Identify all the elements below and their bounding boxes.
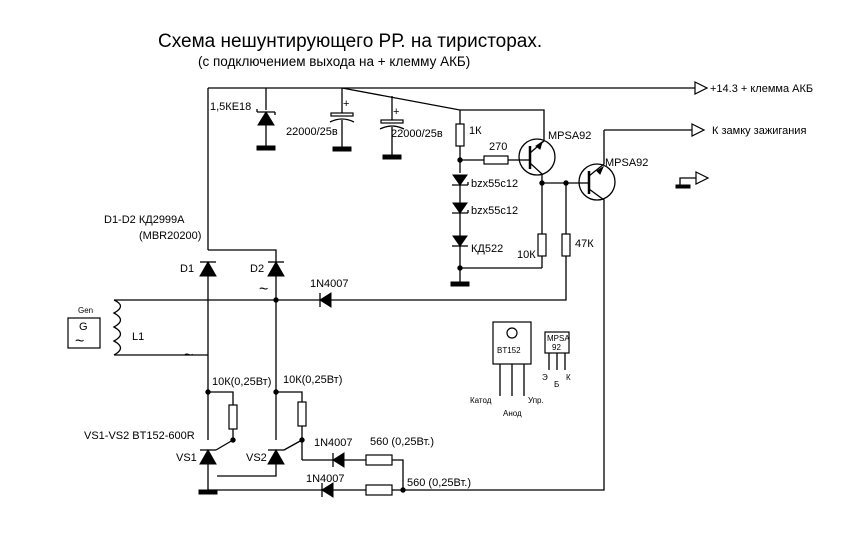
control-chain: 1К 270 bzx55c12 bzx55c12 КД522	[450, 123, 542, 287]
chassis-ground-symbol	[675, 171, 710, 189]
diode-1n4007-top-label: 1N4007	[310, 278, 349, 290]
diode-note-line2: (MBR20200)	[139, 230, 201, 242]
bt152-anode: Анод	[503, 409, 522, 418]
r-gate-1-label: 10К(0,25Вт)	[212, 376, 271, 388]
resistor-270-label: 270	[489, 141, 507, 153]
gen-ac: ~	[75, 333, 84, 350]
mpsa-collector: К	[566, 373, 571, 382]
tvs-label: 1,5КЕ18	[210, 101, 251, 113]
diagram-title: Схема нешунтирующего РР. на тиристорах.	[158, 31, 542, 52]
diode-1n4007-mid-label: 1N4007	[314, 437, 353, 449]
output-battery-label: +14.3 + клемма АКБ	[710, 83, 813, 95]
vs2-label: VS2	[246, 452, 267, 464]
gate-path-1: 1N4007 560 (0,25Вт.)	[302, 436, 434, 493]
r-gate-2-label: 10К(0,25Вт)	[283, 374, 342, 386]
zener-1-label: bzx55c12	[471, 178, 518, 190]
d1-label: D1	[180, 263, 194, 275]
diode-kd522-label: КД522	[471, 243, 503, 255]
scr-section: 10К(0,25Вт) 10К(0,25Вт) VS1-VS2 BT152-60…	[84, 374, 342, 495]
diode-1n4007-bot-label: 1N4007	[306, 473, 345, 485]
coil-l1: L1	[112, 299, 276, 356]
scr-note: VS1-VS2 BT152-600R	[84, 430, 195, 442]
output-ignition: К замку зажигания	[604, 123, 806, 137]
ac-symbol-1: ~	[259, 281, 268, 298]
resistor-1k-label: 1К	[469, 125, 482, 137]
mpsa-name-1: MPSA	[547, 334, 570, 343]
gen-letter: G	[79, 321, 88, 333]
diagram-subtitle: (с подключением выхода на + клемму АКБ)	[198, 54, 470, 69]
transistor-q2-mpsa92: MPSA92	[208, 130, 648, 491]
capacitor-1: + 22000/25в	[286, 88, 355, 152]
generator: Gen G ~	[67, 306, 101, 350]
mpsa-emitter: Э	[542, 373, 548, 382]
capacitor-1-label: 22000/25в	[286, 126, 338, 138]
vs1-label: VS1	[176, 452, 197, 464]
resistor-560-2-label: 560 (0,25Вт.)	[407, 477, 471, 489]
top-rail	[207, 87, 695, 250]
capacitor-2-plus: +	[393, 106, 399, 118]
output-battery: +14.3 + клемма АКБ	[694, 81, 813, 95]
gate-path-2: 1N4007 560 (0,25Вт.)	[306, 473, 471, 498]
resistor-47k: 47К	[331, 180, 594, 301]
mpsa-name-2: 92	[552, 343, 561, 352]
bt152-pinout: BT152 Катод Анод Упр.	[470, 321, 544, 418]
resistor-10k-label: 10К	[517, 249, 536, 261]
capacitor-1-plus: +	[343, 98, 349, 110]
capacitor-2-label: 22000/25в	[391, 128, 443, 140]
bt152-gate: Упр.	[528, 396, 544, 405]
d2-label: D2	[250, 263, 264, 275]
output-ignition-label: К замку зажигания	[712, 125, 806, 137]
tvs-diode-1-5ke18: 1,5КЕ18	[210, 88, 276, 151]
resistor-560-1-label: 560 (0,25Вт.)	[370, 436, 434, 448]
zener-2-label: bzx55c12	[471, 205, 518, 217]
resistor-10k: 10К	[517, 233, 547, 268]
mpsa-base: Б	[554, 380, 559, 389]
bridge-diodes: D1-D2 КД2999А (MBR20200) D1 D2 ~ ~	[104, 214, 285, 440]
capacitor-2: + 22000/25в	[379, 96, 443, 160]
mpsa92-pinout: MPSA 92 Э Б К	[542, 331, 571, 389]
transistor-q1-mpsa92: MPSA92	[460, 109, 591, 234]
coil-label: L1	[132, 331, 144, 343]
q2-label: MPSA92	[605, 157, 648, 169]
gen-label: Gen	[78, 306, 93, 315]
bt152-cathode: Катод	[470, 396, 492, 405]
q1-label: MPSA92	[548, 130, 591, 142]
diode-note-line1: D1-D2 КД2999А	[104, 214, 185, 226]
resistor-47k-label: 47К	[575, 238, 594, 250]
diode-1n4007-top: 1N4007	[276, 278, 349, 308]
bt152-name: BT152	[497, 346, 521, 355]
